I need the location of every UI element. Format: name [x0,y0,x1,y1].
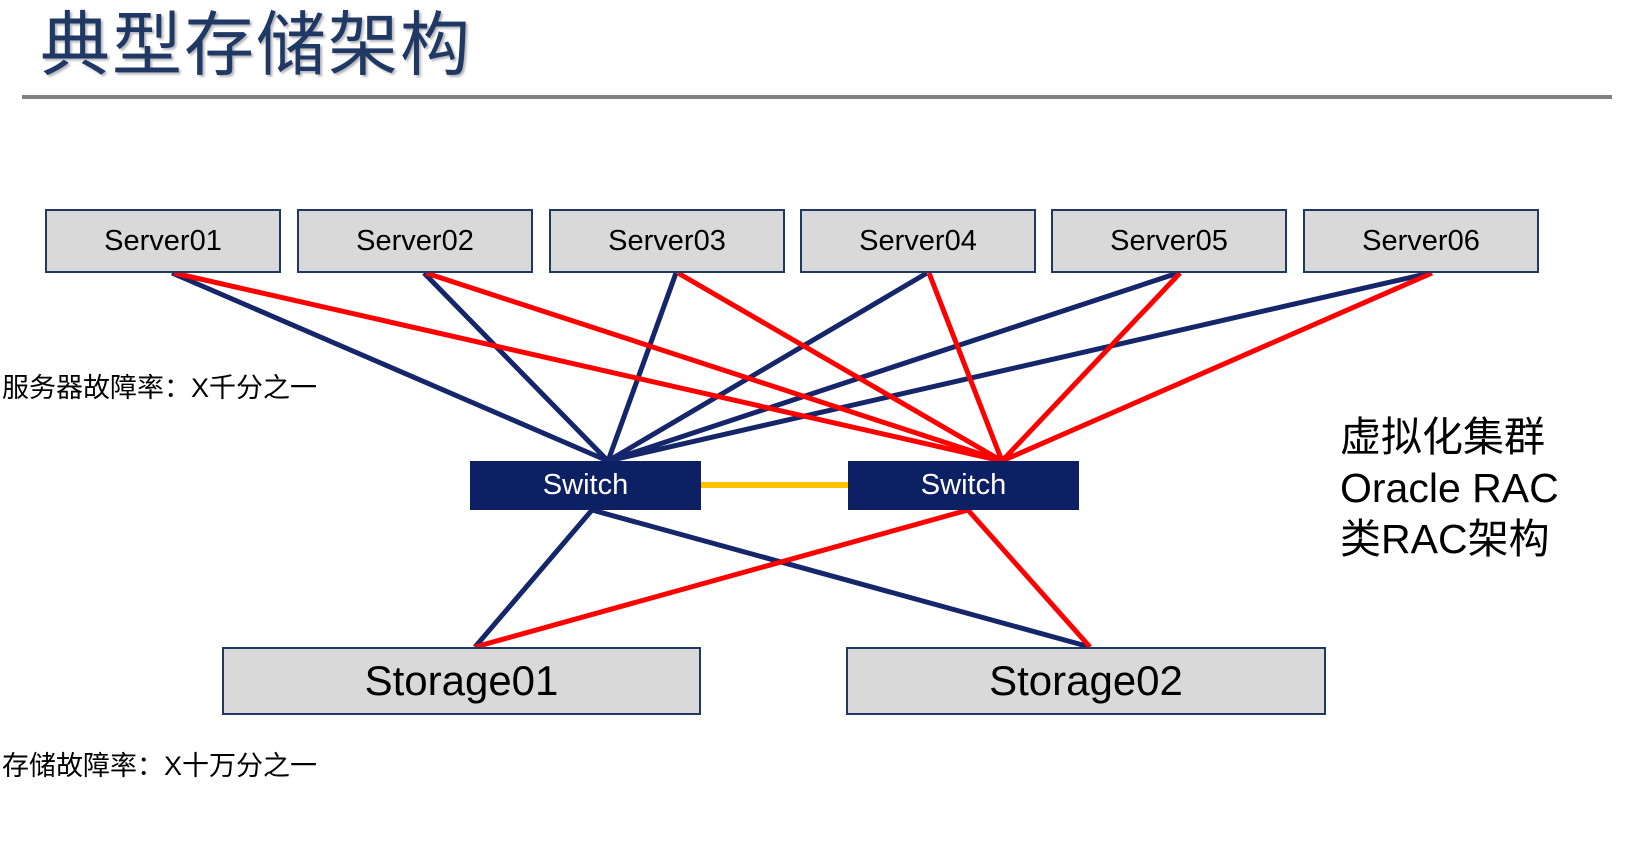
storage-box-01[interactable]: Storage01 [222,647,701,715]
link-server04-switch-left [606,270,929,464]
server-box-06[interactable]: Server06 [1303,209,1539,273]
switch-box-right[interactable]: Switch [848,461,1079,510]
cluster-note-line-3: 类RAC架构 [1340,516,1550,562]
link-server02-switch-right [425,270,1003,464]
storage-label: Storage01 [364,657,559,704]
cluster-note-line-1: 虚拟化集群 [1340,414,1545,460]
switch-label: Switch [542,469,629,501]
server-label: Server03 [608,224,726,257]
cluster-type-note: 虚拟化集群 Oracle RAC 类RAC架构 [1340,412,1559,565]
server-box-01[interactable]: Server01 [45,209,281,273]
server-label: Server06 [1362,224,1480,257]
storage-box-02[interactable]: Storage02 [846,647,1326,715]
link-server03-switch-left [605,272,679,462]
switch-label: Switch [920,469,1007,501]
cluster-note-line-2: Oracle RAC [1340,465,1559,511]
page-title: 典型存储架构 [40,6,472,84]
server-label: Server04 [859,224,977,257]
switch-box-left[interactable]: Switch [470,461,701,510]
link-server01-switch-left [171,270,609,464]
link-server04-switch-right [926,272,1005,462]
link-switch-left-storage01 [473,508,594,649]
storage-failure-rate-note: 存储故障率：X十万分之一 [2,751,318,781]
link-server01-switch-right [173,270,1003,464]
storage-label: Storage02 [989,657,1183,704]
server-box-05[interactable]: Server05 [1051,209,1287,273]
switch-to-storage-links [473,507,1092,650]
server-label: Server02 [356,224,474,257]
server-to-left-switch-links [171,270,1431,464]
link-server05-switch-right [1000,271,1182,463]
title-divider [22,95,1612,99]
link-server05-switch-left [607,270,1179,464]
link-server03-switch-right [676,270,1004,464]
server-label: Server01 [104,224,222,257]
server-failure-rate-note: 服务器故障率：X千分之一 [2,373,318,403]
server-label: Server05 [1110,224,1228,257]
link-switch-left-storage02 [591,507,1091,650]
server-box-03[interactable]: Server03 [549,209,785,273]
server-to-right-switch-links [173,270,1434,464]
link-server06-switch-left [607,270,1431,464]
link-server02-switch-left [422,271,610,463]
server-box-04[interactable]: Server04 [800,209,1036,273]
link-switch-right-storage01 [474,507,969,650]
link-switch-right-storage02 [966,508,1092,649]
server-box-02[interactable]: Server02 [297,209,533,273]
